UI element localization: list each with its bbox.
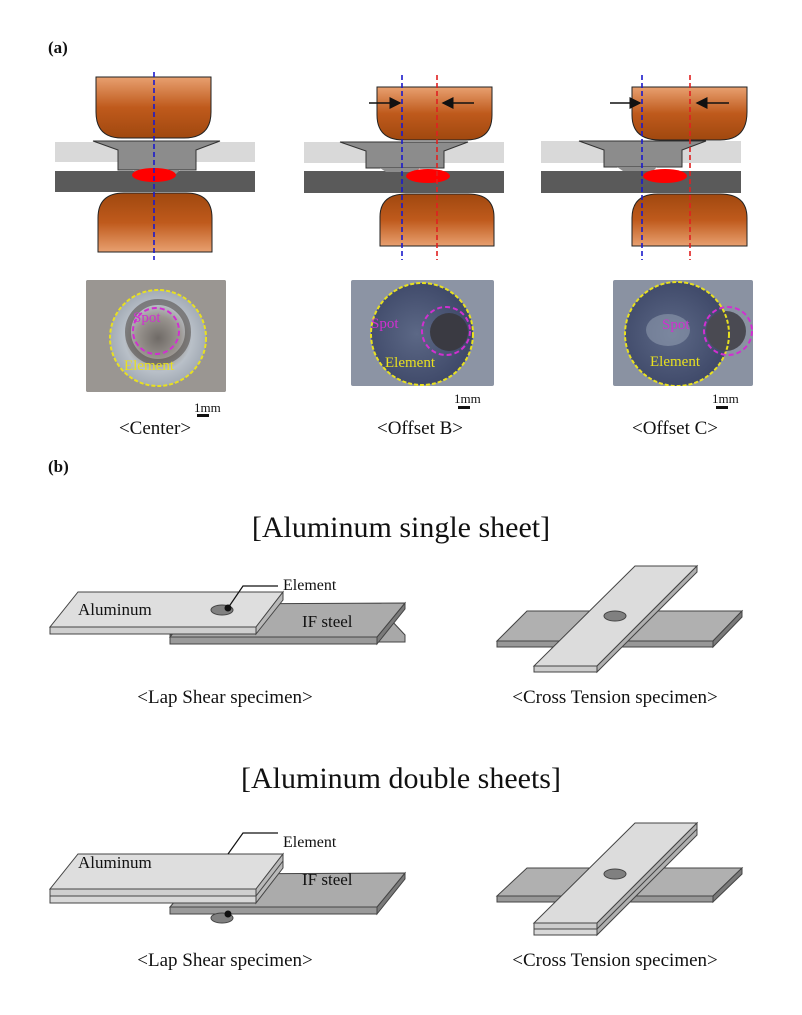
spot-outline xyxy=(421,306,471,356)
element-label: Element xyxy=(385,355,435,371)
specimen-drawings-single xyxy=(48,564,744,674)
caption-lap-shear-single: <Lap Shear specimen> xyxy=(137,687,313,708)
schematic-offset-b xyxy=(304,75,504,260)
caption-center: <Center> xyxy=(118,418,192,439)
photo-offset-b: Spot Element xyxy=(351,280,494,386)
panel-b-label: (b) xyxy=(48,457,69,476)
cross-tension-double xyxy=(495,821,744,937)
photo-center: Spot Element xyxy=(86,280,226,392)
element-outline xyxy=(109,289,207,387)
spot-label: Spot xyxy=(371,316,399,332)
element-outline xyxy=(370,282,474,386)
weld-nugget xyxy=(132,168,176,182)
steel-label: IF steel xyxy=(302,612,353,631)
element-mark xyxy=(603,868,627,880)
spot-label: Spot xyxy=(133,310,161,326)
schematic-offset-c xyxy=(541,75,748,260)
scale-label: 1mm xyxy=(454,391,481,406)
spot-outline xyxy=(132,307,180,355)
element-mark xyxy=(603,610,627,622)
spot-label: Spot xyxy=(662,317,690,333)
steel-sheet xyxy=(304,171,504,193)
caption-cross-tension-double: <Cross Tension specimen> xyxy=(512,950,718,971)
element-label: Element xyxy=(650,354,700,370)
upper-electrode xyxy=(376,86,493,141)
element-label: Element xyxy=(283,834,337,851)
specimen-drawings-double xyxy=(48,821,744,937)
aluminum-label: Aluminum xyxy=(78,600,152,619)
element-tip xyxy=(380,168,420,172)
section-title-single: [Aluminum single sheet] xyxy=(251,511,551,544)
lap-shear-single xyxy=(48,585,407,646)
element-flange xyxy=(578,140,707,168)
element-leader-line xyxy=(227,585,278,609)
element-leader-line xyxy=(227,832,278,855)
element-label: Element xyxy=(283,577,337,594)
caption-offset-b: <Offset B> xyxy=(377,418,463,439)
scale-label: 1mm xyxy=(712,391,739,406)
lower-electrode xyxy=(97,192,213,253)
element-flange xyxy=(92,140,221,171)
scale-bar xyxy=(197,414,209,417)
photo-offset-c: Spot Element xyxy=(613,280,753,386)
scale-label: 1mm xyxy=(194,400,221,415)
element-label: Element xyxy=(124,358,174,374)
aluminum-label: Aluminum xyxy=(78,853,152,872)
element-region xyxy=(371,283,473,385)
steel-label: IF steel xyxy=(302,870,353,889)
cross-tension-single xyxy=(495,564,744,674)
caption-offset-c: <Offset C> xyxy=(632,418,718,439)
weld-nugget xyxy=(643,169,687,183)
schematic-center xyxy=(55,72,255,260)
lap-shear-double xyxy=(48,832,407,924)
element-flange xyxy=(339,141,469,169)
weld-nugget xyxy=(406,169,450,183)
panel-a-label: (a) xyxy=(48,38,68,57)
element-outline xyxy=(624,281,730,386)
steel-sheet xyxy=(541,171,741,193)
section-title-double: [Aluminum double sheets] xyxy=(241,762,561,795)
scale-bar xyxy=(458,406,470,409)
scale-bar xyxy=(716,406,728,409)
upper-electrode xyxy=(631,86,748,141)
welding-schematics xyxy=(55,72,748,260)
caption-cross-tension-single: <Cross Tension specimen> xyxy=(512,687,718,708)
spot-outline xyxy=(703,306,753,356)
element-tip xyxy=(617,167,657,171)
caption-lap-shear-double: <Lap Shear specimen> xyxy=(137,950,313,971)
